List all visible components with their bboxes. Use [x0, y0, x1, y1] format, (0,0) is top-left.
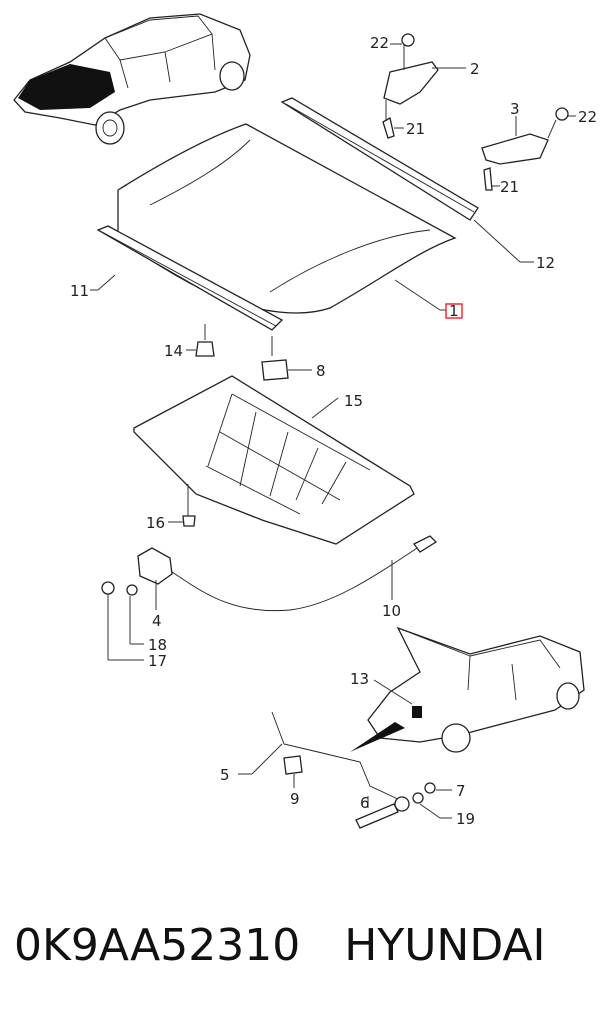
- callout-12: 12: [536, 254, 555, 272]
- callout-16: 16: [146, 514, 165, 532]
- hood-bumper-parts: 14 8: [164, 324, 326, 381]
- callout-5: 5: [220, 766, 230, 784]
- hood-parts-diagram: 1 11 12 22 2 21 3 22: [13, 13, 597, 829]
- callout-13: 13: [350, 670, 369, 688]
- callout-21-left: 21: [406, 120, 425, 138]
- hood-insulator: 15 16: [133, 375, 415, 545]
- callout-15: 15: [344, 392, 363, 410]
- part-number: 0K9AA52310: [14, 919, 301, 971]
- car-top-left-illustration: [13, 13, 251, 145]
- part-caption: 0K9AA52310 HYUNDAI: [0, 905, 612, 985]
- hood-latch-assembly: 4 10 17 18: [101, 535, 438, 670]
- callout-10: 10: [382, 602, 401, 620]
- callout-4: 4: [152, 612, 162, 630]
- callout-2: 2: [470, 60, 480, 78]
- callout-22-right: 22: [578, 108, 597, 126]
- callout-11: 11: [70, 282, 89, 300]
- hood-rear-weatherstrip: 12: [280, 97, 555, 272]
- callout-17: 17: [148, 652, 167, 670]
- callout-3: 3: [510, 100, 520, 118]
- brand-name: HYUNDAI: [344, 919, 546, 971]
- callout-22-left: 22: [370, 34, 389, 52]
- callout-18: 18: [148, 636, 167, 654]
- hood-hinge-left: 22 2 21: [370, 33, 480, 139]
- callout-9: 9: [290, 790, 300, 808]
- hood-support-rod-assembly: 5 9 6 7 19: [220, 711, 475, 829]
- callout-19: 19: [456, 810, 475, 828]
- callout-21-right: 21: [500, 178, 519, 196]
- hood-hinge-right: 3 22 21: [481, 100, 597, 196]
- car-bottom-right-illustration: 13: [350, 626, 585, 753]
- hood-front-seal: 11: [70, 225, 284, 331]
- callout-14: 14: [164, 342, 183, 360]
- callout-7: 7: [456, 782, 466, 800]
- callout-8: 8: [316, 362, 326, 380]
- callout-6: 6: [360, 794, 370, 812]
- hood-panel: 1: [117, 123, 463, 320]
- callout-1: 1: [449, 302, 459, 320]
